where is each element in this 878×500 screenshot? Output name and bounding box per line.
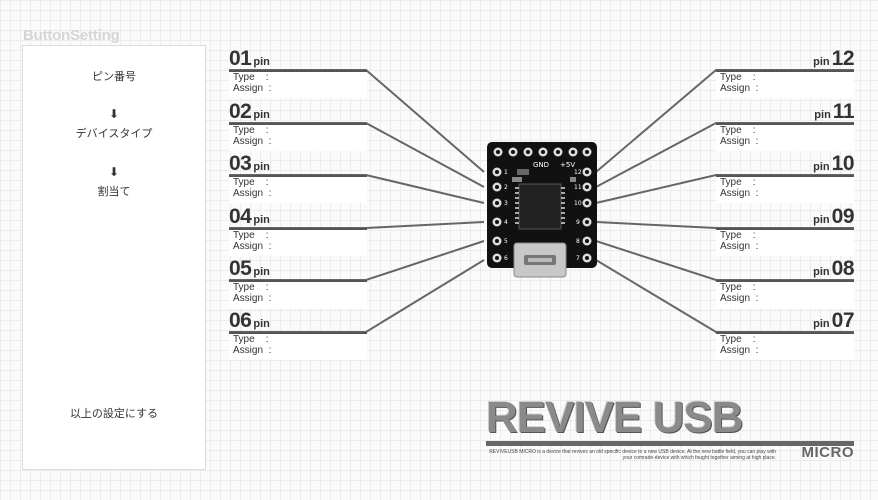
pin-label: pin	[813, 318, 830, 330]
type-field[interactable]: Type :	[233, 177, 269, 188]
pin-label: pin	[813, 56, 830, 68]
assign-field[interactable]: Assign :	[720, 136, 759, 147]
assign-field[interactable]: Assign :	[233, 345, 272, 356]
type-field[interactable]: Type :	[233, 334, 269, 345]
board-pin-label: 2	[504, 184, 508, 191]
pin-number: 06	[229, 309, 252, 332]
steps-panel: ピン番号 ⬇ デバイスタイプ ⬇ 割当て 以上の設定にする	[22, 45, 206, 470]
board-pin-label: 9	[576, 219, 580, 226]
assign-field[interactable]: Assign :	[720, 345, 759, 356]
pin-label: pin	[253, 109, 270, 121]
step-device-type[interactable]: デバイスタイプ	[75, 128, 153, 140]
pin-number: 04	[229, 205, 252, 228]
pin-label: pin	[253, 56, 270, 68]
board-pin-label: 11	[574, 184, 582, 191]
pin-07-block[interactable]: pin07 Type :Assign :	[716, 309, 855, 360]
pin-number: 02	[229, 100, 252, 123]
pin-10-block[interactable]: pin10 Type :Assign :	[716, 152, 855, 203]
pin-label: pin	[253, 214, 270, 226]
board-pin-label: 1	[504, 169, 508, 176]
assign-field[interactable]: Assign :	[720, 83, 759, 94]
assign-field[interactable]: Assign :	[720, 188, 759, 199]
assign-field[interactable]: Assign :	[233, 293, 272, 304]
revive-usb-logo: REVIVE USB REVIVEUSB MICRO is a device t…	[486, 393, 854, 461]
pin-label: pin	[814, 109, 831, 121]
pin-label: pin	[813, 161, 830, 173]
board-5v-label: +5V	[560, 161, 575, 169]
pin-label: pin	[813, 214, 830, 226]
type-field[interactable]: Type :	[720, 72, 756, 83]
board-gnd-label: GND	[533, 161, 549, 169]
chip-icon	[518, 183, 562, 230]
board-pin-label: 12	[574, 169, 582, 176]
type-field[interactable]: Type :	[720, 230, 756, 241]
logo-title: REVIVE USB	[486, 393, 744, 442]
logo-description: REVIVEUSB MICRO is a device that revives…	[489, 449, 776, 461]
type-field[interactable]: Type :	[720, 282, 756, 293]
assign-field[interactable]: Assign :	[233, 188, 272, 199]
board-pin-label: 10	[574, 200, 582, 207]
type-field[interactable]: Type :	[720, 125, 756, 136]
board-pin-label: 6	[504, 255, 508, 262]
down-arrow-icon: ⬇	[108, 107, 120, 121]
pin-number: 01	[229, 47, 252, 70]
board-pin-label: 5	[504, 238, 508, 245]
type-field[interactable]: Type :	[720, 177, 756, 188]
pin-label: pin	[253, 266, 270, 278]
step-assign[interactable]: 割当て	[97, 186, 131, 198]
logo-subtitle: MICRO	[801, 444, 854, 461]
board-pin-label: 3	[504, 200, 508, 207]
board-pin-label: 7	[576, 255, 580, 262]
pin-label: pin	[253, 161, 270, 173]
type-field[interactable]: Type :	[233, 230, 269, 241]
pin-label: pin	[813, 266, 830, 278]
pin-08-block[interactable]: pin08 Type :Assign :	[716, 257, 855, 308]
pin-number: 07	[831, 309, 855, 332]
pin-number: 03	[229, 152, 252, 175]
assign-field[interactable]: Assign :	[233, 241, 272, 252]
assign-field[interactable]: Assign :	[720, 241, 759, 252]
board-pin-label: 4	[504, 219, 508, 226]
pin-label: pin	[253, 318, 270, 330]
pin-number: 11	[832, 100, 855, 123]
type-field[interactable]: Type :	[720, 334, 756, 345]
down-arrow-icon: ⬇	[108, 165, 120, 179]
board-pin-label: 8	[576, 238, 580, 245]
pin-number: 10	[831, 152, 855, 175]
pin-12-block[interactable]: pin12 Type :Assign :	[716, 47, 855, 98]
pin-number: 05	[229, 257, 252, 280]
apply-settings-button[interactable]: 以上の設定にする	[69, 408, 159, 420]
pin-number: 08	[831, 257, 855, 280]
type-field[interactable]: Type :	[233, 125, 269, 136]
pin-number: 09	[831, 205, 855, 228]
type-field[interactable]: Type :	[233, 282, 269, 293]
pin-09-block[interactable]: pin09 Type :Assign :	[716, 205, 855, 256]
assign-field[interactable]: Assign :	[233, 136, 272, 147]
logo-bar	[486, 441, 854, 446]
step-pin-number[interactable]: ピン番号	[92, 71, 136, 83]
section-title: ButtonSetting	[23, 27, 120, 44]
pin-number: 12	[831, 47, 855, 70]
pin-11-block[interactable]: pin11 Type :Assign :	[716, 100, 855, 151]
assign-field[interactable]: Assign :	[720, 293, 759, 304]
circuit-board-image: GND +5V 1 2 3 4 5 6 12 11 10 9 8 7	[487, 142, 597, 278]
assign-field[interactable]: Assign :	[233, 83, 272, 94]
type-field[interactable]: Type :	[233, 72, 269, 83]
